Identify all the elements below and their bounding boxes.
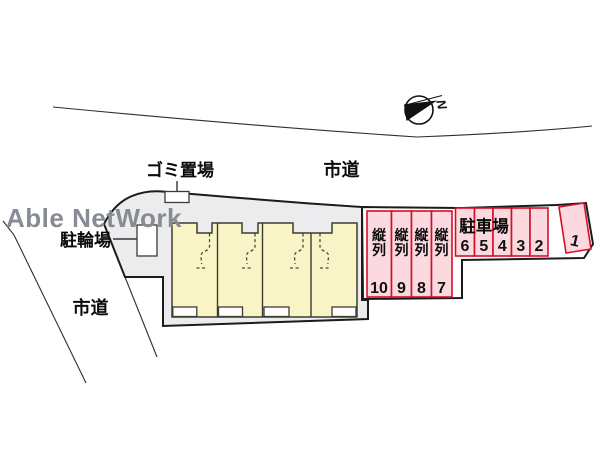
compass-wedge xyxy=(404,100,437,121)
row-parking-stalls xyxy=(454,202,592,257)
stall-number-5: 5 xyxy=(479,238,488,255)
parking-stall-10 xyxy=(366,210,393,298)
city-road-left-label: 市道 xyxy=(73,297,109,318)
row-stall-numbers: 6 5 4 3 2 1 xyxy=(461,232,582,255)
tandem-parking-stalls xyxy=(366,210,453,298)
parking-stall-2 xyxy=(529,207,549,257)
bicycle-parking-label: 駐輪場 xyxy=(60,230,111,250)
stall-number-9: 9 xyxy=(397,280,406,297)
north-compass-icon: N xyxy=(403,94,450,125)
stall-number-8: 8 xyxy=(417,280,426,297)
stall-number-1: 1 xyxy=(569,232,582,251)
apartment-building xyxy=(171,222,358,318)
parking-stall-1 xyxy=(558,202,592,254)
unit-porch xyxy=(263,306,290,318)
stall-number-2: 2 xyxy=(535,238,544,255)
tandem-char-top: 縦 xyxy=(415,227,430,243)
building-outline xyxy=(171,222,358,318)
tandem-stall-labels: 縦 列 縦 列 縦 列 縦 列 10 9 8 7 xyxy=(370,227,449,297)
stall-number-3: 3 xyxy=(516,238,525,255)
road-edge-line xyxy=(124,276,158,358)
garbage-station-rect xyxy=(164,190,190,204)
stall-number-6: 6 xyxy=(461,238,470,255)
bicycle-parking-rect xyxy=(136,224,158,257)
city-road-top-label: 市道 xyxy=(324,159,360,180)
stall-number-4: 4 xyxy=(498,238,507,255)
unit-porch xyxy=(217,306,244,318)
stall-number-7: 7 xyxy=(437,280,446,297)
tandem-char-bottom: 列 xyxy=(435,242,449,258)
unit-entry-path xyxy=(242,233,256,269)
unit-entry-path xyxy=(196,233,211,269)
unit-porch xyxy=(331,306,357,318)
tandem-char-top: 縦 xyxy=(372,227,387,243)
tandem-char-bottom: 列 xyxy=(395,242,409,258)
road-line-left xyxy=(2,220,87,384)
tandem-char-bottom: 列 xyxy=(372,242,386,258)
road-line-top xyxy=(52,106,593,138)
tandem-char-top: 縦 xyxy=(435,227,450,243)
tandem-char-top: 縦 xyxy=(395,227,410,243)
parking-stall-7 xyxy=(430,210,453,298)
unit-porch xyxy=(172,306,198,318)
garbage-area-label: ゴミ置場 xyxy=(146,160,214,180)
unit-entry-path xyxy=(290,233,304,269)
north-label: N xyxy=(433,98,450,111)
unit-entry-path xyxy=(319,233,331,269)
stall-number-10: 10 xyxy=(370,280,388,297)
watermark-text: Able NetWork xyxy=(6,203,182,233)
tandem-char-bottom: 列 xyxy=(415,242,429,258)
car-parking-label: 駐車場 xyxy=(459,216,509,236)
